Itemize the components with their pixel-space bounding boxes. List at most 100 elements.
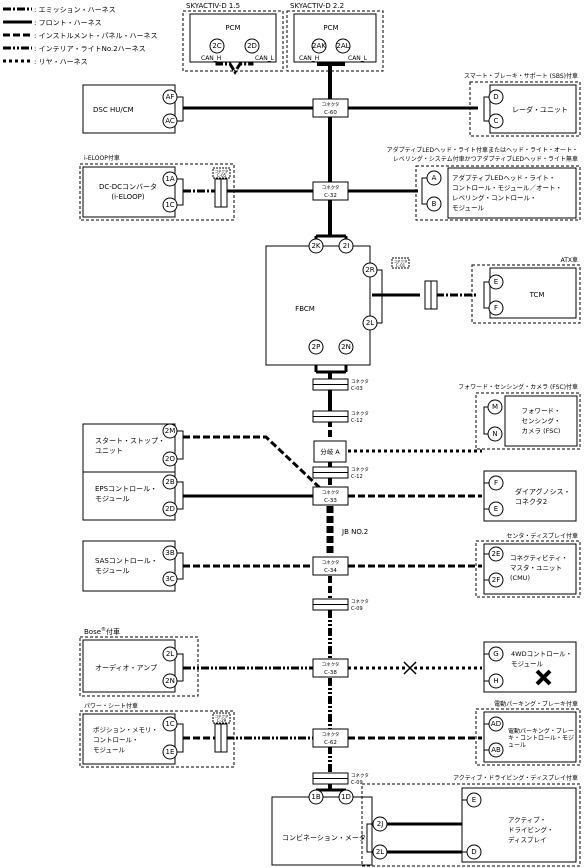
connector-c32-id: C-32 — [324, 193, 337, 199]
legend-instrument: : インストルメント・パネル・ハーネス — [34, 32, 157, 40]
connector-c34-id: C-34 — [324, 568, 337, 574]
svg-text:C: C — [494, 117, 499, 125]
sbs-title: スマート・ブレーキ・サポート (SBS)付車 — [464, 72, 578, 80]
pin-3b: 3B — [162, 545, 178, 561]
parking-brake-module: 電動パーキング・ブレーキ付車 AD AB 電動パーキング・ブレーキ・コントロール… — [475, 700, 581, 766]
sbs-name: レーダ・ユニット — [512, 105, 568, 114]
wires — [183, 62, 482, 854]
pcm-1-5: SKYACTIV-D 1.5 PCM 2C 2D CAN_H CAN_L — [182, 2, 284, 72]
connector-c34: コネクタ C-34 — [312, 556, 349, 576]
connectivity-master-unit: センタ・ディスプレイ付車 2E 2F コネクティビティ・ マスタ・ユニット (C… — [475, 532, 581, 598]
connector-c33-top: コネクタ — [322, 489, 340, 496]
cmu-name2: マスタ・ユニット — [510, 563, 562, 572]
combination-meter: コンビネーション・メータ 1B 1D — [271, 789, 373, 866]
svg-text:E: E — [494, 278, 498, 286]
svg-text:2K: 2K — [311, 242, 320, 250]
branch-a: 分岐 A — [313, 440, 347, 463]
pin-2l-add: 2L — [372, 844, 388, 860]
cmu-name3: (CMU) — [510, 574, 530, 582]
svg-text:AD: AD — [491, 720, 501, 728]
epb-title: 電動パーキング・ブレーキ付車 — [494, 700, 578, 708]
pin-f: F — [488, 300, 504, 316]
svg-text:1A: 1A — [165, 175, 174, 183]
pin-1c: 1C — [162, 197, 178, 213]
connector-c01-id: C-01 — [396, 263, 406, 268]
pin-e-diag: E — [488, 501, 504, 517]
cmu-name1: コネクティビティ・ — [510, 553, 568, 562]
active-driving-display: アクティブ・ドライビング・ディスプレイ付車 2J 2L E D アクティブ・ ド… — [361, 774, 581, 867]
svg-text:2J: 2J — [377, 820, 384, 828]
ieloop-title: i-ELOOP付車 — [84, 154, 120, 162]
alh-name4: モジュール — [452, 204, 485, 212]
pcm-2-2: SKYACTIV-D 2.2 PCM 2AK 2AL CAN_H CAN_L — [286, 2, 384, 72]
radar-unit: スマート・ブレーキ・サポート (SBS)付車 レーダ・ユニット D C — [464, 72, 581, 137]
ieloop-name2: (i-ELOOP) — [111, 193, 145, 201]
sas-name1: SASコントロール・ — [95, 557, 158, 565]
pcm2-title: SKYACTIV-D 2.2 — [290, 2, 344, 10]
alh-title1: アダプティブLEDヘッド・ライト付車またはヘッド・ライト・オート・ — [387, 146, 578, 154]
fbcm: FBCM 2K 2I 2R 2L 2P 2N — [265, 238, 383, 366]
svg-text:2I: 2I — [343, 242, 350, 250]
alh-name1: アダプティブLEDヘッド・ライト・ — [452, 173, 555, 182]
pin-ac: AC — [162, 113, 178, 129]
svg-text:2C: 2C — [212, 42, 221, 50]
pin-2b: 2B — [162, 474, 178, 490]
svg-text:2N: 2N — [165, 677, 175, 685]
connector-c05-top: コネクタ — [215, 169, 229, 174]
pin-2p: 2P — [308, 339, 324, 355]
legend-front: : フロント・ハーネス — [34, 19, 102, 27]
connector-c60-top: コネクタ — [322, 101, 340, 108]
pin-1b: 1B — [308, 789, 324, 805]
svg-text:2D: 2D — [165, 505, 175, 513]
pin-1a: 1A — [162, 171, 178, 187]
fbcm-name: FBCM — [295, 305, 315, 313]
legend: : エミッション・ハーネス : フロント・ハーネス : インストルメント・パネル… — [3, 6, 157, 66]
connector-c12a-id: C-12 — [351, 418, 363, 424]
pin-2e: 2E — [488, 546, 504, 562]
ieloop-name1: DC-DCコンバータ — [99, 182, 157, 191]
svg-text:2M: 2M — [165, 427, 176, 435]
svg-text:2O: 2O — [165, 455, 175, 463]
awd-name1: 4WDコントロール・ — [511, 650, 572, 658]
disconnect-marker-icon — [402, 660, 418, 676]
pcm1-can-l: CAN_L — [255, 55, 275, 62]
svg-text:F: F — [494, 304, 498, 312]
pcm1-title: SKYACTIV-D 1.5 — [186, 2, 240, 10]
seat-title: パワー・シート付車 — [84, 702, 138, 710]
connector-c29-top: コネクタ — [215, 714, 229, 719]
pin-2ak: 2AK — [311, 38, 327, 54]
pin-d-add: D — [466, 844, 482, 860]
connector-c34-top: コネクタ — [322, 559, 340, 566]
svg-text:G: G — [493, 650, 498, 658]
svg-text:2D: 2D — [247, 42, 257, 50]
svg-text:2N: 2N — [341, 343, 351, 351]
svg-text:3C: 3C — [165, 575, 174, 583]
svg-text:AC: AC — [165, 117, 175, 125]
pcm2-can-h: CAN_H — [299, 55, 319, 62]
connector-c38-id: C-38 — [324, 670, 337, 676]
add-name3: ディスプレイ — [508, 835, 547, 844]
pin-2n-bose: 2N — [162, 673, 178, 689]
pcm1-name: PCM — [225, 24, 240, 32]
svg-text:D: D — [493, 93, 498, 101]
meter-name: コンビネーション・メータ — [282, 833, 366, 842]
svg-text:2P: 2P — [312, 343, 321, 351]
pin-2l: 2L — [362, 315, 378, 331]
alh-name3: レベリング・コントロール・ — [452, 193, 537, 202]
connector-c09b-top: コネクタ — [351, 772, 369, 779]
connector-c12a-top: コネクタ — [351, 410, 369, 417]
audio-amp: Bose®付車 オーディオ・アンプ 2L 2N — [79, 626, 199, 697]
connector-c38-top: コネクタ — [322, 661, 340, 668]
svg-text:2F: 2F — [492, 576, 500, 584]
pin-m: M — [487, 399, 503, 415]
forward-sensing-camera: フォワード・センシング・カメラ (FSC)付車 M N フォワード・ センシング… — [458, 383, 581, 450]
svg-text:F: F — [494, 479, 498, 487]
pin-2n: 2N — [338, 339, 354, 355]
